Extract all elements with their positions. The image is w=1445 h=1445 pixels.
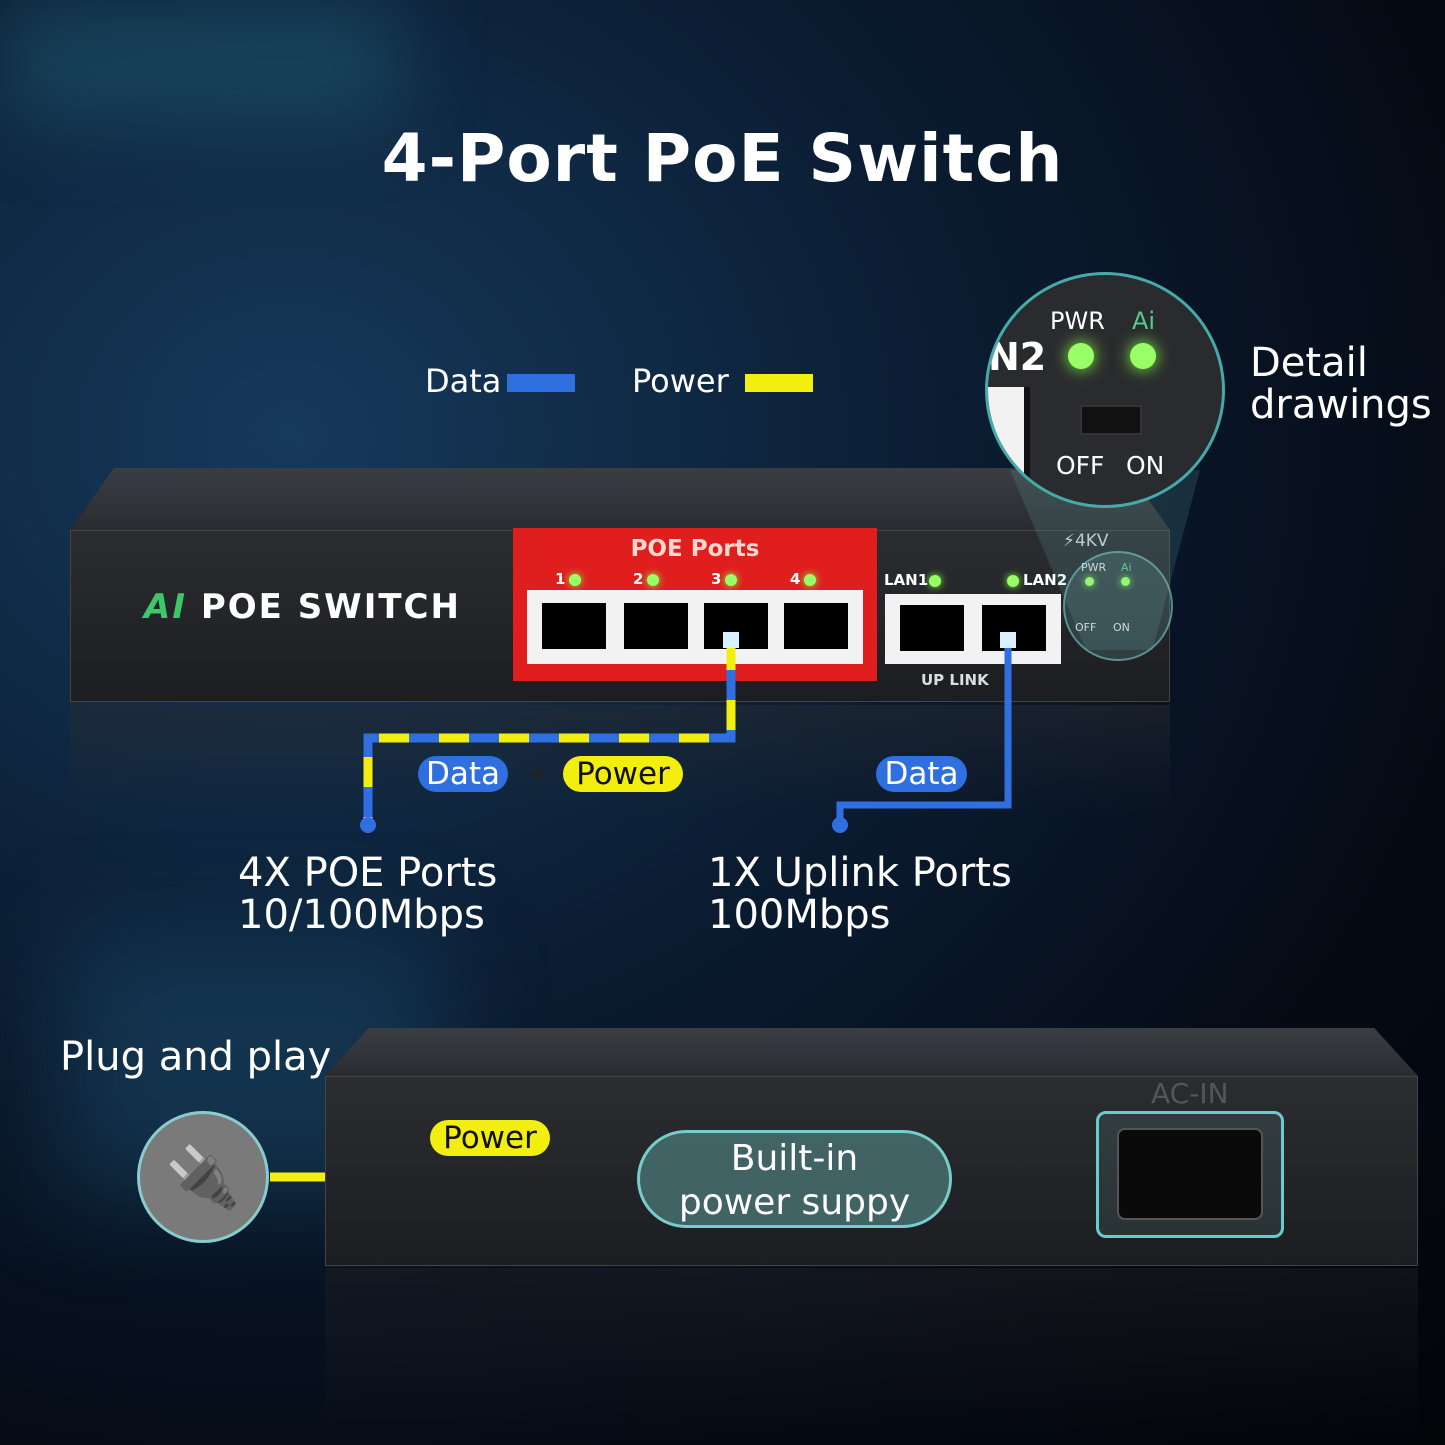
built-in-line2: power suppy — [678, 1182, 911, 1223]
uplink-callout: 1X Uplink Ports 100Mbps — [708, 852, 1012, 936]
poe-line-connector — [723, 632, 739, 648]
port-number: 2 — [633, 570, 644, 588]
detail-ai: Ai — [1132, 307, 1156, 335]
port-number: 3 — [711, 570, 722, 588]
legend-power-swatch — [745, 374, 813, 392]
detail-caption-line2: drawings — [1250, 382, 1432, 428]
background-glow — [0, 0, 400, 120]
poe-line-power — [363, 640, 736, 825]
built-in-power-supply-badge: Built-in power suppy — [637, 1130, 952, 1228]
poe-line-data — [363, 640, 736, 825]
poe-port-1[interactable] — [537, 598, 611, 654]
lightning-icon: ⚡ — [1063, 531, 1075, 551]
detail-pwr: PWR — [1050, 307, 1105, 335]
poe-ports-panel: POE Ports 1 2 3 4 — [513, 528, 877, 681]
pwr-label-small: PWR — [1081, 561, 1107, 574]
uplink-label: UP LINK — [921, 671, 989, 689]
detail-on: ON — [1126, 451, 1165, 480]
uplink-callout-line2: 100Mbps — [708, 892, 891, 938]
plus-sign: + — [526, 756, 552, 791]
port-number: 1 — [555, 570, 566, 588]
data-pill: Data — [876, 756, 967, 792]
detail-caption-line1: Detail — [1250, 340, 1368, 386]
pwr-led-small — [1085, 577, 1094, 586]
ai-led-small — [1121, 577, 1130, 586]
poe-ports-label: POE Ports — [630, 536, 760, 562]
brand-ai: AI — [144, 587, 187, 627]
detail-indicator-circle: PWR Ai OFF ON — [1063, 551, 1173, 661]
data-pill: Data — [418, 756, 508, 792]
switch-front: AI POE SWITCH POE Ports 1 2 3 4 LAN1 LAN… — [70, 528, 1173, 702]
detail-n2: N2 — [988, 335, 1047, 379]
poe-callout-line2: 10/100Mbps — [238, 892, 485, 938]
detail-ai-led — [1130, 343, 1156, 369]
power-pill: Power — [563, 756, 683, 792]
uplink-line — [836, 640, 1012, 825]
ai-label-small: Ai — [1121, 561, 1132, 574]
ac-socket[interactable] — [1117, 1128, 1263, 1220]
surge-label: ⚡4KV — [1063, 531, 1109, 551]
legend-data-label: Data — [425, 362, 502, 400]
port-led — [647, 574, 659, 586]
on-label-small: ON — [1113, 621, 1130, 634]
power-pill: Power — [430, 1120, 550, 1156]
detail-off: OFF — [1056, 451, 1105, 480]
poe-line-end — [360, 817, 376, 833]
rear-switch-top — [325, 1028, 1418, 1076]
uplink-line-end — [832, 817, 848, 833]
lan1-port[interactable] — [895, 600, 969, 656]
detail-pwr-led — [1068, 343, 1094, 369]
lan1-led — [929, 575, 941, 587]
poe-port-2[interactable] — [619, 598, 693, 654]
port-number: 4 — [790, 570, 801, 588]
plug-and-play-label: Plug and play — [60, 1034, 332, 1080]
legend-power-label: Power — [632, 362, 729, 400]
port-led — [804, 574, 816, 586]
off-label-small: OFF — [1075, 621, 1097, 634]
port-led — [725, 574, 737, 586]
rear-reflection — [325, 1268, 1418, 1438]
ac-socket-highlight — [1096, 1111, 1284, 1238]
brand-name: POE SWITCH — [200, 587, 461, 627]
lan1-label: LAN1 — [884, 571, 929, 589]
poe-callout-line1: 4X POE Ports — [238, 850, 498, 896]
poe-port-block — [527, 590, 863, 664]
switch-top — [70, 468, 1170, 530]
detail-zoom-circle: N2 PWR Ai OFF ON — [985, 272, 1225, 508]
poe-callout: 4X POE Ports 10/100Mbps — [238, 852, 497, 936]
uplink-line-connector — [1000, 632, 1016, 648]
lan2-led — [1007, 575, 1019, 587]
legend-data-swatch — [507, 374, 575, 392]
poe-port-4[interactable] — [779, 598, 853, 654]
brand-label: AI POE SWITCH — [144, 587, 461, 627]
power-switch-toggle[interactable] — [1080, 405, 1142, 435]
page-title: 4-Port PoE Switch — [381, 120, 1064, 197]
power-plug-icon: 🔌 — [137, 1111, 269, 1243]
uplink-port-block — [885, 594, 1061, 664]
port-led — [569, 574, 581, 586]
ac-in-label: AC-IN — [1151, 1077, 1229, 1110]
built-in-line1: Built-in — [730, 1138, 859, 1179]
detail-caption: Detail drawings — [1250, 342, 1432, 426]
detail-port — [988, 387, 1030, 477]
surge-value: 4KV — [1074, 531, 1109, 551]
lan2-label: LAN2 — [1023, 571, 1068, 589]
uplink-callout-line1: 1X Uplink Ports — [708, 850, 1012, 896]
